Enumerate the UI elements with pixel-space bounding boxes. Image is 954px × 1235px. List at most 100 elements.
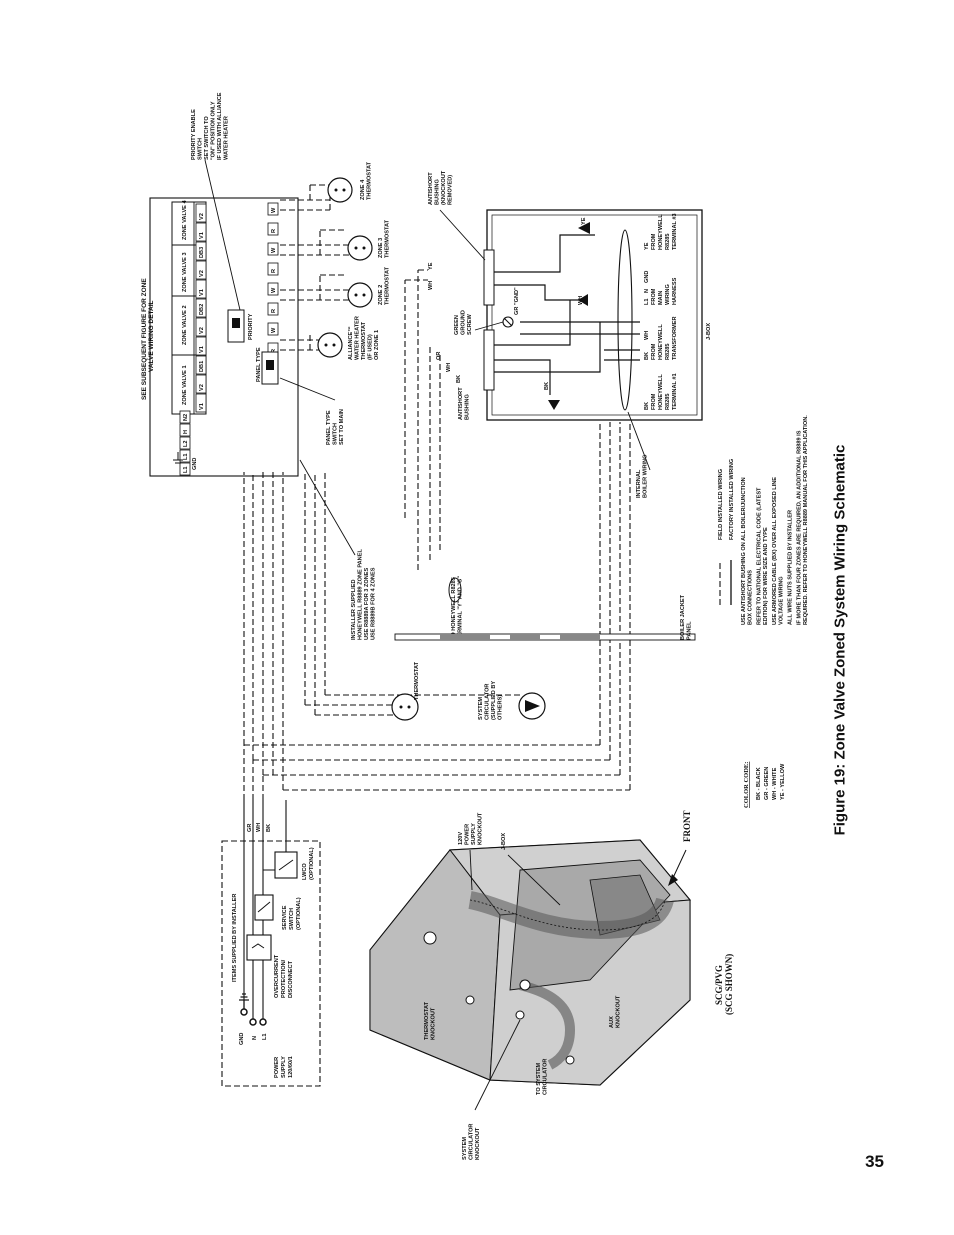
- figure-caption: Figure 19: Zone Valve Zoned System Wirin…: [831, 444, 849, 836]
- wiring-legend: FIELD INSTALLED WIRING FACTORY INSTALLED…: [718, 459, 735, 605]
- antishort-bushing-bottom: [483, 329, 495, 391]
- terminal-label: V1: [199, 289, 205, 296]
- installation-notes: USE ANTISHORT BUSHING ON ALL BOILER/JUNC…: [741, 415, 809, 625]
- terminal-cell: [195, 298, 207, 318]
- terminal-n: [249, 1018, 257, 1026]
- terminal-cell: [179, 410, 191, 424]
- boiler-jacket-panel: [394, 633, 696, 641]
- terminal-label: W: [271, 207, 277, 213]
- terminal-cell: [179, 436, 191, 450]
- terminal-label: R: [271, 229, 277, 233]
- front-arrow-icon: [668, 874, 678, 886]
- terminal-cell: [195, 355, 207, 375]
- thermostat-zone-1-icon: [317, 332, 343, 358]
- zone-thermostats: ALLIANCE™ WATER HEATER THERMOSTAT (IF US…: [317, 161, 391, 360]
- terminal-label: R: [271, 309, 277, 313]
- terminal-cell: [195, 317, 207, 337]
- terminal-label: V2: [199, 384, 205, 391]
- terminal-label: V1: [199, 232, 205, 239]
- system-circulator-icon: [518, 692, 546, 720]
- boiler-model-label: SCG/PVG (SCG SHOWN): [714, 954, 734, 1015]
- terminal-cell: [267, 222, 279, 236]
- jbox-terminal-wh: BK WH FROM HONEYWELL R8285 TRANSFORMER: [644, 316, 678, 360]
- terminal-label: DB1: [199, 361, 205, 372]
- zone-header-1: ZONE VALVE 1: [182, 365, 188, 405]
- thermostat-zone-3-icon: [347, 235, 373, 261]
- thermostat-knockout-label: THERMOSTAT KNOCKOUT: [424, 1000, 437, 1040]
- zone-header-4: ZONE VALVE 4: [182, 200, 188, 240]
- to-circulator-label: TO SYSTEM CIRCULATOR: [536, 1059, 549, 1095]
- terminal-label: H: [183, 430, 189, 434]
- terminal-cell: [267, 322, 279, 336]
- priority-note: PRIORITY ENABLE SWITCH SET SWITCH TO "ON…: [191, 91, 230, 160]
- front-label: FRONT: [682, 811, 692, 843]
- field-wiring: [243, 184, 631, 800]
- zone-panel: ZONE VALVE 1 ZONE VALVE 2 ZONE VALVE 3 Z…: [141, 197, 299, 477]
- thermostat-4-label: ZONE 4 THERMOSTAT: [360, 161, 373, 200]
- terminal-label: N2: [183, 414, 189, 421]
- wire-tag-wh: WH: [256, 823, 262, 832]
- terminal-cell: [195, 222, 207, 242]
- terminal-cell: [267, 202, 279, 216]
- terminal-label: W: [271, 247, 277, 253]
- terminal-label: L2: [183, 440, 189, 447]
- jbox: [483, 209, 703, 421]
- service-switch-label: SERVICE SWITCH (OPTIONAL): [282, 897, 302, 930]
- terminal-label: L1: [183, 453, 189, 460]
- terminal-cell: [195, 279, 207, 299]
- terminal-cell: [195, 203, 207, 223]
- terminal-cell: [267, 242, 279, 256]
- field-thermostat-label: THERMOSTAT: [414, 661, 420, 700]
- terminal-cell: [267, 302, 279, 316]
- terminal-label: W: [271, 327, 277, 333]
- terminal-label: W: [271, 287, 277, 293]
- jbox-wire-bk-low: BK: [456, 375, 462, 383]
- thermostat-zone-2-icon: [347, 282, 373, 308]
- jbox-terminal-main: L1 N GND FROM MAIN WIRING HARNESS: [644, 269, 678, 305]
- terminal-cell: [179, 423, 191, 437]
- terminal-label: V2: [199, 270, 205, 277]
- terminal-cell: [267, 282, 279, 296]
- internal-wiring-harness: [617, 229, 633, 411]
- terminal-label: DB2: [199, 304, 205, 315]
- terminal-label: DB3: [199, 247, 205, 258]
- gnd-label: GND: [239, 1033, 245, 1045]
- terminal-label: R: [271, 349, 277, 353]
- aux-knockout-label: AUX KNOCKOUT: [609, 995, 622, 1028]
- page-number: 35: [865, 1152, 884, 1171]
- n-label: N: [252, 1036, 258, 1040]
- terminal-cell: [195, 241, 207, 261]
- antishort-bottom-label: ANTISHORT BUSHING: [458, 386, 471, 420]
- terminal-cell: [267, 262, 279, 276]
- jbox-wire-wh: WH: [578, 296, 584, 305]
- jbox-wire-wh-top: WH: [428, 281, 434, 290]
- terminal-label: V2: [199, 327, 205, 334]
- jbox-terminal-bk: BK FROM HONEYWELL R8285 TERMINAL #1: [644, 373, 678, 410]
- boiler-jacket-label: BOILER JACKET PANEL: [680, 593, 693, 640]
- green-ground-label: GREEN GROUND SCREW: [454, 309, 473, 335]
- jbox-label: J-BOX: [706, 323, 712, 340]
- thermostat-terminals: R W R W R W R W: [267, 202, 279, 356]
- antishort-top-label: ANTISHORT BUSHING (KNOCKOUT REMOVED): [428, 169, 454, 205]
- zone-detail-title: SEE SUBSEQUENT FIGURE FOR ZONE VALVE WIR…: [141, 276, 155, 400]
- thermostat-1-label: ALLIANCE™ WATER HEATER THERMOSTAT (IF US…: [348, 315, 380, 360]
- terminal-cell: [195, 260, 207, 280]
- honeywell-terminal-note: TO HONEYWELL R8285 TERMINAL "Y" AND "G": [451, 576, 464, 640]
- terminal-gnd: [240, 1008, 248, 1016]
- terminal-cell: [195, 336, 207, 356]
- wh-arrow-icon: [578, 294, 588, 306]
- thermostat-3-label: ZONE 3 THERMOSTAT: [378, 219, 391, 258]
- terminal-cell: [195, 374, 207, 394]
- overcurrent-label: OVERCURRENT PROTECTION/ DISCONNECT: [274, 953, 294, 998]
- color-code-entries: BK - BLACK GR - GREEN WH - WHITE YE - YE…: [756, 763, 786, 800]
- boiler-illustration: [369, 839, 692, 1086]
- terminal-l1: [259, 1018, 267, 1026]
- power-knockout-label: 120V POWER SUPPLY KNOCKOUT: [458, 812, 484, 845]
- l1-label: L1: [262, 1033, 268, 1040]
- jbox-wire-ye: YE: [581, 217, 587, 225]
- terminal-label: R: [271, 269, 277, 273]
- jbox-wire-bk: BK: [544, 382, 550, 390]
- installer-items-title: ITEMS SUPPLIED BY INSTALLER: [232, 894, 238, 982]
- thermostat-2-label: ZONE 2 THERMOSTAT: [378, 266, 391, 305]
